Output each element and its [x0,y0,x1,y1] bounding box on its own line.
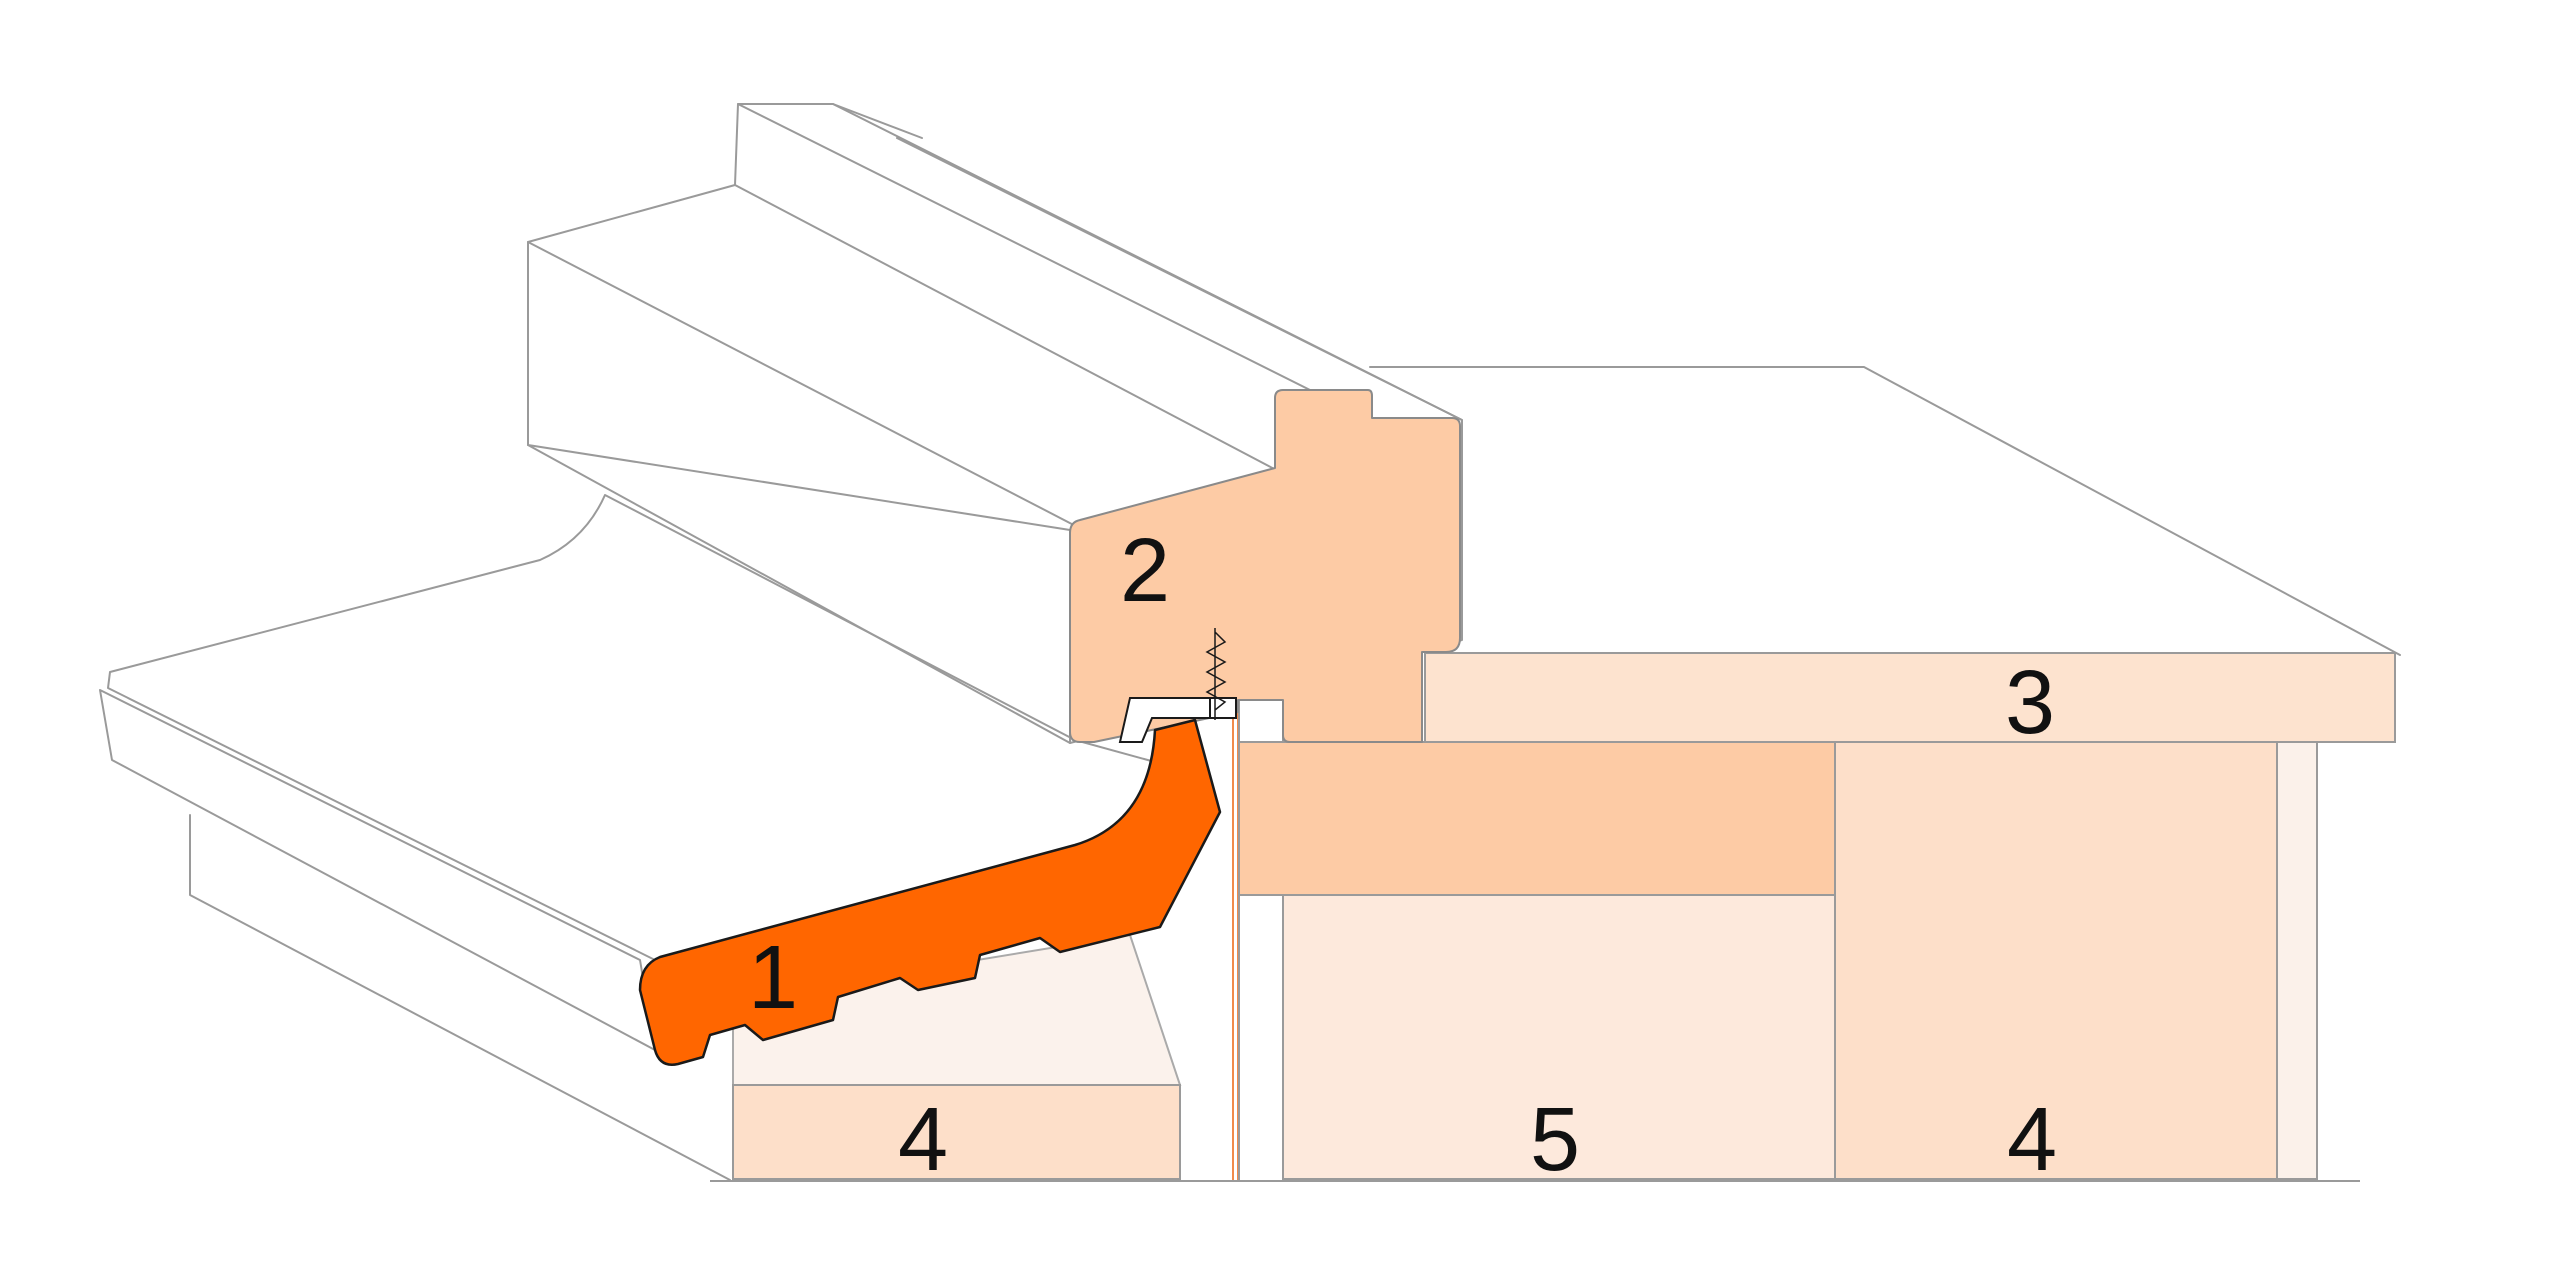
gap-lines [1232,700,1239,1180]
insulation [1282,894,1836,1180]
flashing-end [1209,697,1237,719]
block-right [1834,741,2278,1180]
label-insulation: 5 [1530,1090,1580,1190]
window-frame-body [527,103,1463,744]
beam [1238,741,1836,896]
board [1424,652,2396,743]
label-sill: 1 [748,928,798,1028]
label-board: 3 [2005,653,2055,753]
label-frame: 2 [1120,521,1170,621]
label-block-left: 4 [898,1090,948,1190]
block-right-edge [2276,741,2318,1180]
block-left [732,1084,1181,1180]
window-sill [638,718,1222,1066]
sill-front-face [99,689,656,1051]
sill-under-line [189,814,731,1181]
label-block-right: 4 [2007,1090,2057,1190]
wall-top-plane [1369,366,2401,656]
frame-section [1069,389,1461,743]
screw-icon [1205,628,1227,720]
